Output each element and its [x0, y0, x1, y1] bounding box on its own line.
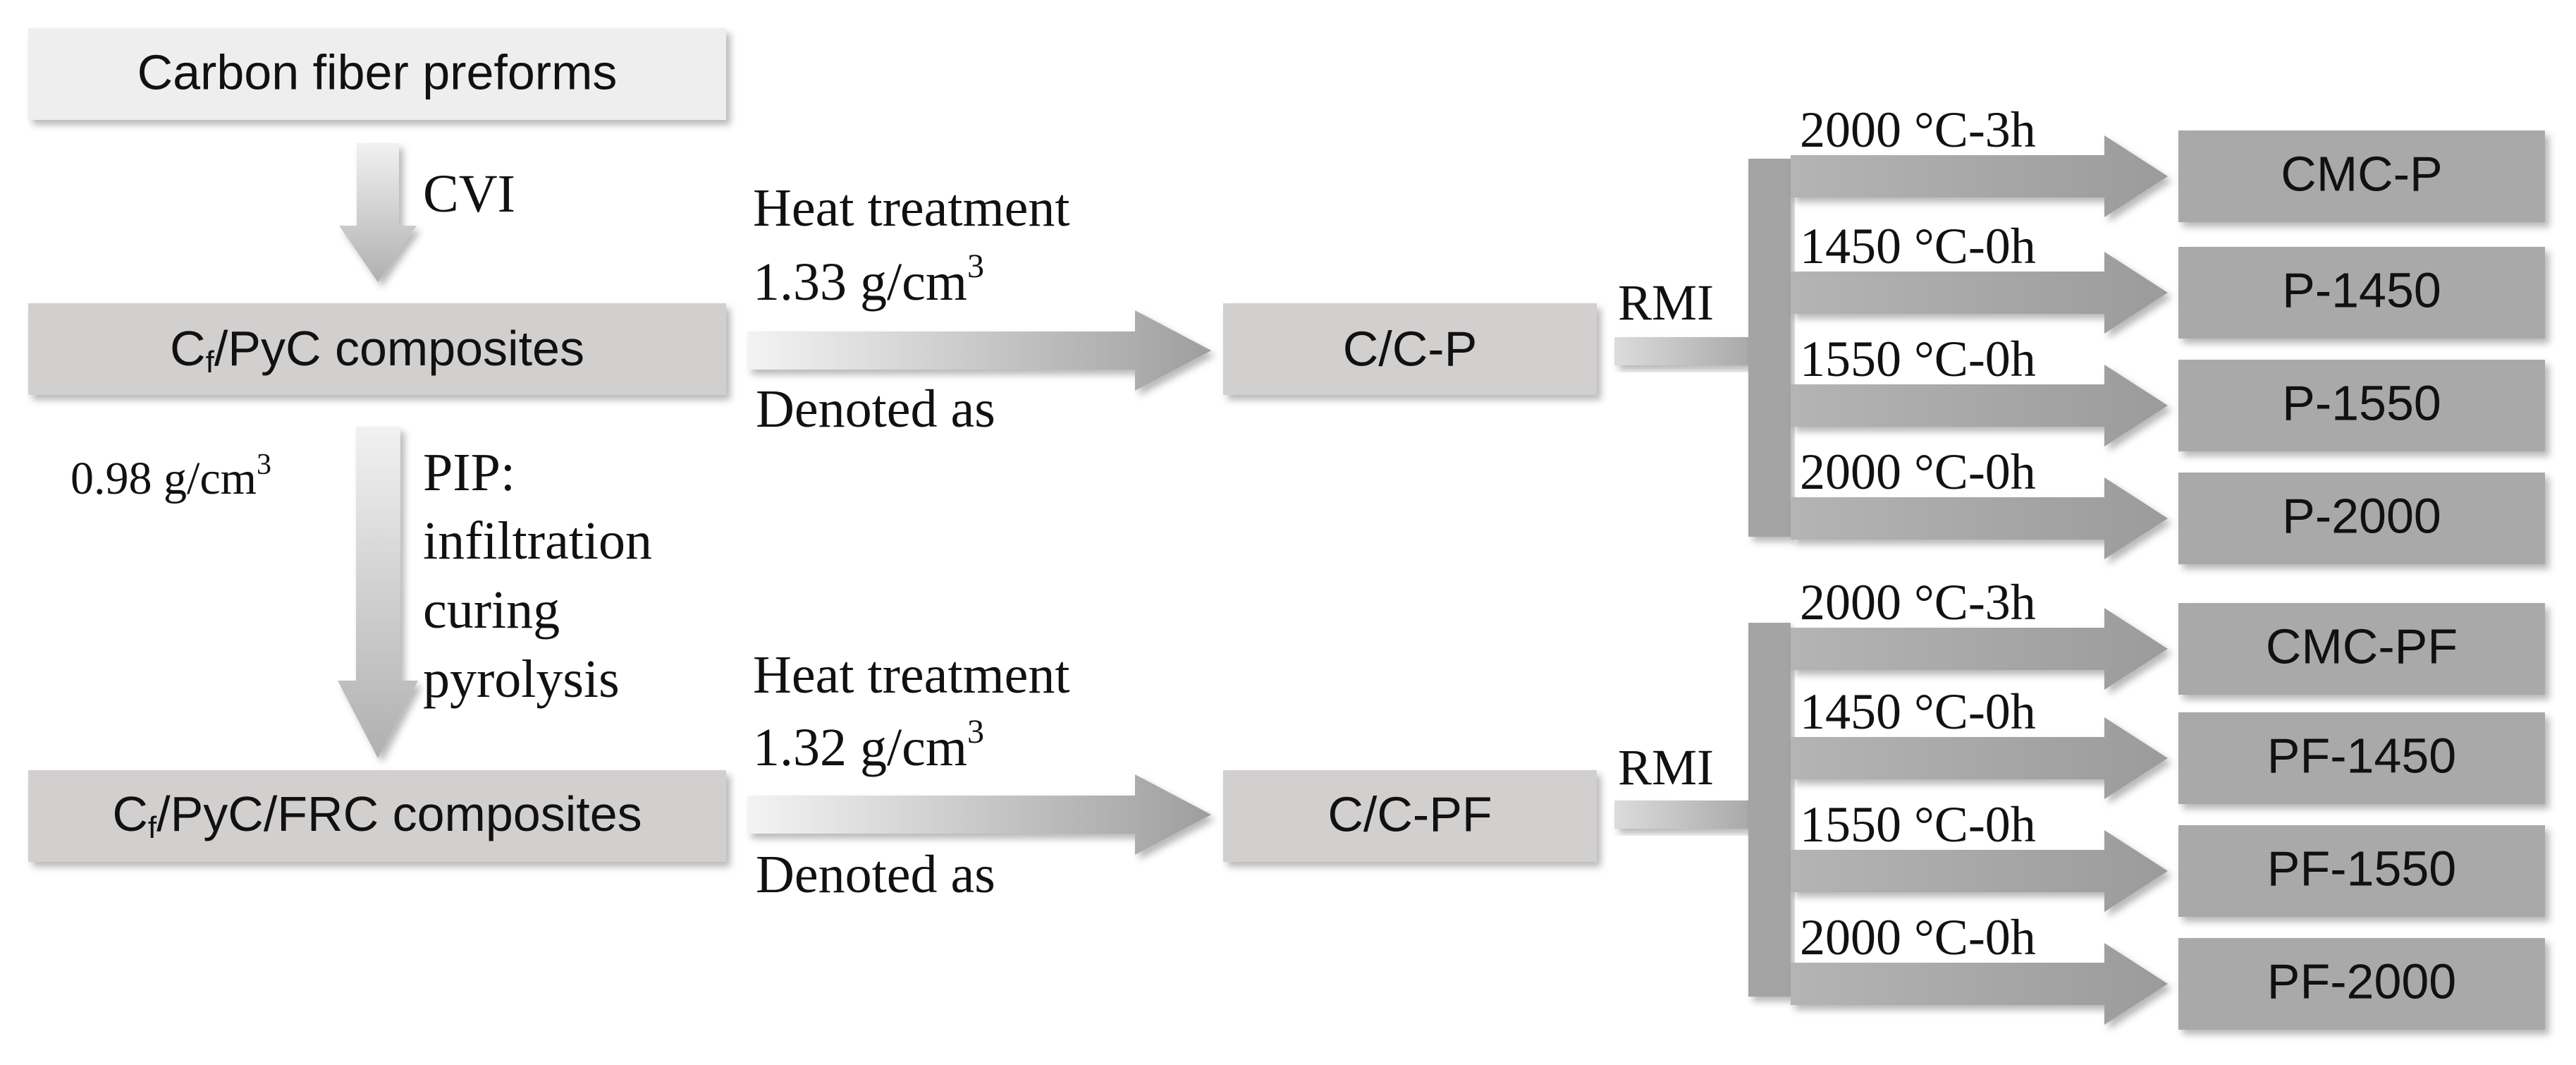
output-label-pf-2: PF-1450 [2267, 728, 2456, 783]
heat-treatment-label-top: Heat treatment [753, 178, 1069, 238]
branch-arrow-p-1 [1791, 135, 2168, 217]
pip-line-1: PIP: [423, 443, 515, 502]
rmi-stem-top [1614, 337, 1755, 365]
output-label-p-3: P-1550 [2282, 375, 2441, 430]
output-box-p-3 [2178, 360, 2545, 451]
cc-pf-label: C/C-PF [1327, 786, 1492, 841]
cvi-arrow [339, 143, 417, 282]
output-label-p-1: CMC-P [2281, 146, 2442, 201]
output-label-pf-4: PF-2000 [2267, 954, 2456, 1009]
heat-treatment-label-bottom: Heat treatment [753, 645, 1069, 705]
pip-arrow [338, 427, 418, 758]
cf-pyc-frc-label: Cf/PyC/FRC composites [112, 786, 642, 844]
branch-arrow-pf-1 [1791, 608, 2168, 690]
density-cc-p-label: 1.33 g/cm3 [753, 248, 984, 312]
heat-treatment-arrow-bottom [747, 774, 1211, 855]
denoted-as-label-top: Denoted as [756, 379, 995, 439]
branch-arrow-p-3 [1791, 365, 2168, 446]
condition-label-p-3: 1550 °C-0h [1800, 331, 2036, 387]
condition-label-p-2: 1450 °C-0h [1800, 218, 2036, 274]
rmi-label-bottom: RMI [1618, 739, 1714, 796]
output-box-pf-3 [2178, 825, 2545, 917]
denoted-as-label-bottom: Denoted as [756, 845, 995, 904]
rmi-label-top: RMI [1618, 274, 1714, 331]
cc-pf-box [1223, 770, 1597, 862]
rmi-trunk-bottom [1748, 623, 1791, 997]
branch-arrows-top [1791, 135, 2168, 559]
cf-pyc-label: Cf/PyC composites [170, 321, 584, 379]
output-box-pf-2 [2178, 712, 2545, 804]
condition-label-pf-2: 1450 °C-0h [1800, 683, 2036, 740]
density-cf-pyc-label: 0.98 g/cm3 [70, 449, 271, 504]
condition-label-p-4: 2000 °C-0h [1800, 444, 2036, 500]
cf-pyc-frc-box [28, 770, 726, 862]
cf-pyc-box [28, 303, 726, 395]
output-label-pf-3: PF-1550 [2267, 841, 2456, 896]
branch-arrow-pf-4 [1791, 943, 2168, 1025]
cc-p-box [1223, 303, 1597, 395]
heat-treatment-arrow-top [747, 310, 1211, 391]
condition-labels: 2000 °C-3h 1450 °C-0h 1550 °C-0h 2000 °C-0h… [1800, 102, 2036, 966]
output-label-p-4: P-2000 [2282, 488, 2441, 543]
cvi-label: CVI [423, 164, 515, 224]
output-box-p-1 [2178, 130, 2545, 222]
branch-arrow-p-2 [1791, 252, 2168, 334]
rmi-trunk-top [1748, 159, 1791, 537]
density-cc-pf-label: 1.32 g/cm3 [753, 713, 984, 777]
branch-arrow-pf-3 [1791, 830, 2168, 912]
condition-label-pf-3: 1550 °C-0h [1800, 796, 2036, 853]
condition-label-pf-4: 2000 °C-0h [1800, 909, 2036, 966]
pip-line-3: curing [423, 580, 560, 640]
output-label-pf-1: CMC-PF [2266, 619, 2458, 674]
carbon-fiber-preforms-box [28, 28, 726, 120]
output-label-p-2: P-1450 [2282, 262, 2441, 317]
output-box-pf-4 [2178, 938, 2545, 1030]
pip-label: PIP: infiltration curing pyrolysis [423, 443, 666, 709]
output-box-pf-1 [2178, 603, 2545, 695]
branch-arrow-pf-2 [1791, 717, 2168, 799]
branch-arrows-bottom [1791, 608, 2168, 1025]
cc-p-label: C/C-P [1343, 321, 1478, 376]
pip-line-2: infiltration [423, 511, 652, 571]
output-box-p-4 [2178, 473, 2545, 564]
carbon-fiber-preforms-label: Carbon fiber preforms [137, 44, 618, 99]
rmi-stem-bottom [1614, 801, 1755, 829]
pip-line-4: pyrolysis [423, 650, 620, 709]
condition-label-pf-1: 2000 °C-3h [1800, 574, 2036, 631]
condition-label-p-1: 2000 °C-3h [1800, 102, 2036, 158]
branch-arrow-p-4 [1791, 477, 2168, 559]
output-box-p-2 [2178, 247, 2545, 339]
